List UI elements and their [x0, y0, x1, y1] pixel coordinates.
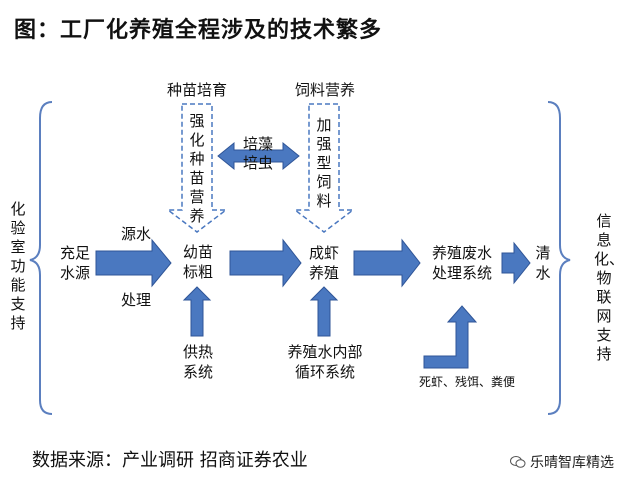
node-shrimp-line1: 成虾: [308, 244, 339, 262]
right-bracket: [547, 101, 571, 415]
node-water: 充足 水源: [55, 243, 95, 283]
node-clear-line1: 清: [535, 244, 551, 262]
label-heating-line1: 供热: [182, 343, 213, 361]
dashed-arrow-feed: [292, 103, 356, 233]
node-clear-line2: 水: [535, 264, 551, 282]
label-circulation: 养殖水内部 循环系统: [284, 342, 366, 382]
dashed-box-seed-text: 强化种苗营养: [189, 112, 205, 225]
left-bracket: [29, 101, 53, 415]
node-waste-line1: 养殖废水: [431, 244, 492, 262]
label-feed-nutrition: 饲料营养: [294, 81, 355, 99]
dashed-arrow-seed: [165, 103, 229, 233]
label-algae: 培藻 培虫: [238, 135, 278, 173]
arrow-circ-up: [309, 286, 339, 337]
node-water-line1: 充足: [59, 244, 90, 262]
label-algae-line2: 培虫: [242, 154, 273, 172]
node-water-line2: 水源: [59, 264, 90, 282]
double-arrow-algae: [217, 141, 300, 171]
label-algae-line1: 培藻: [242, 135, 273, 153]
wechat-icon: [510, 455, 526, 469]
label-dead-shrimp: 死虾、残饵、粪便: [418, 375, 515, 389]
watermark-text: 乐晴智库精选: [530, 455, 614, 471]
watermark: 乐晴智库精选: [510, 452, 614, 472]
label-treatment: 处理: [120, 291, 151, 309]
label-circulation-line1: 养殖水内部: [287, 343, 363, 361]
node-waste: 养殖废水 处理系统: [424, 243, 500, 283]
node-shrimp: 成虾 养殖: [304, 243, 344, 283]
data-source: 数据来源：产业调研 招商证券农业: [32, 450, 308, 471]
label-circulation-line2: 循环系统: [294, 363, 355, 381]
label-source-water: 源水: [120, 225, 151, 243]
arrow-heat-up: [182, 286, 212, 337]
page-title: 图：工厂化养殖全程涉及的技术繁多: [14, 18, 383, 43]
arrow-waste-clear: [501, 241, 531, 285]
label-heating: 供热 系统: [178, 342, 218, 382]
arrow-fry-shrimp: [229, 238, 302, 288]
label-heating-line2: 系统: [182, 363, 213, 381]
left-side-label: 化验室功能支持: [10, 200, 26, 332]
label-seed-breeding: 种苗培育: [166, 81, 227, 99]
arrow-dead-to-waste: [423, 305, 478, 369]
node-clear: 清 水: [533, 243, 553, 283]
node-fry-line2: 标粗: [182, 263, 213, 281]
arrow-shrimp-waste: [353, 238, 421, 288]
node-fry-line1: 幼苗: [182, 243, 213, 261]
node-shrimp-line2: 养殖: [308, 264, 339, 282]
arrow-water-fry: [95, 238, 172, 288]
dashed-box-feed-text: 加强型饲料: [316, 116, 332, 210]
right-side-label: 信息化、物联网支持: [594, 212, 625, 363]
node-fry: 幼苗 标粗: [178, 242, 218, 282]
node-waste-line2: 处理系统: [431, 264, 492, 282]
